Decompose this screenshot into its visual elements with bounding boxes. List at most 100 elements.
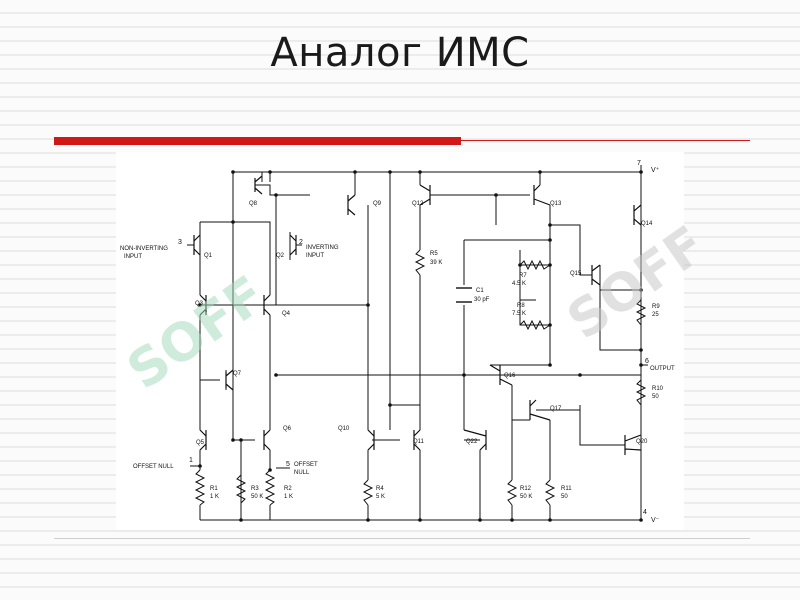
q17-symbol xyxy=(529,399,551,421)
r12-symbol xyxy=(506,479,518,506)
q2-label: Q2 xyxy=(276,253,285,259)
r4-label: R4 xyxy=(376,486,384,492)
r7-label: R7 xyxy=(519,273,527,279)
r5-symbol xyxy=(414,249,426,276)
q22-symbol xyxy=(463,429,487,451)
r10-symbol xyxy=(635,379,647,406)
q9-symbol xyxy=(347,194,356,216)
q11-symbol xyxy=(413,429,421,451)
q9-label: Q9 xyxy=(373,201,382,207)
q6-label: Q6 xyxy=(283,426,292,432)
r9-symbol xyxy=(635,299,647,326)
pin-1-label: 1 xyxy=(189,457,193,464)
r3-value: 50 K xyxy=(251,494,263,500)
vminus-label: V⁻ xyxy=(651,517,660,524)
offset-null-label-left: OFFSET NULL xyxy=(133,464,174,470)
noninverting-label-1: NON-INVERTING xyxy=(120,246,168,252)
q14-label: Q14 xyxy=(641,221,653,227)
resistors xyxy=(194,249,647,506)
junction-dots xyxy=(198,170,643,522)
r3-symbol xyxy=(235,474,247,504)
r2-value: 1 K xyxy=(284,494,293,500)
r7-value: 4.5 K xyxy=(512,281,526,287)
q6-symbol xyxy=(263,429,271,451)
q8-symbol xyxy=(254,175,263,195)
op-amp-schematic: 7 V⁺ 3 NON-INVERTING INPUT 2 INVERTING I… xyxy=(116,152,684,530)
r12-value: 50 K xyxy=(520,494,532,500)
r8-value: 7.5 K xyxy=(512,311,526,317)
r8-symbol xyxy=(519,319,551,331)
q3-symbol xyxy=(199,294,207,316)
q5-label: Q5 xyxy=(196,440,205,446)
q11-label: Q11 xyxy=(413,439,425,445)
slide-title: Аналог ИМС xyxy=(270,30,530,76)
r12-label: R12 xyxy=(520,486,532,492)
q3-label: Q3 xyxy=(195,301,204,307)
q15-symbol xyxy=(591,264,601,286)
q4-label: Q4 xyxy=(282,311,291,317)
r8-label: R8 xyxy=(517,303,525,309)
q1-label: Q1 xyxy=(204,253,213,259)
r1-symbol xyxy=(194,469,206,506)
q20-symbol xyxy=(624,434,642,455)
pin-6-label: 6 xyxy=(645,358,649,365)
r7-symbol xyxy=(519,259,551,271)
inverting-label-1: INVERTING xyxy=(306,245,339,251)
c1-label: C1 xyxy=(476,288,484,294)
r10-value: 50 xyxy=(652,394,659,400)
r2-label: R2 xyxy=(284,486,292,492)
q10-symbol xyxy=(367,429,375,451)
offset-null-label-right-2: NULL xyxy=(294,470,310,476)
schematic-wires xyxy=(187,165,648,521)
q7-symbol xyxy=(225,369,234,391)
pin-2-label: 2 xyxy=(299,239,303,246)
title-underline-line xyxy=(461,140,750,141)
vplus-label: V⁺ xyxy=(651,167,660,174)
schematic-canvas: 7 V⁺ 3 NON-INVERTING INPUT 2 INVERTING I… xyxy=(120,160,675,524)
offset-null-label-right-1: OFFSET xyxy=(294,462,318,468)
inverting-label-2: INPUT xyxy=(306,253,324,259)
pin-5-label: 5 xyxy=(286,461,290,468)
q2-symbol xyxy=(289,234,297,256)
r1-value: 1 K xyxy=(210,494,219,500)
r2-symbol xyxy=(264,469,276,506)
r4-symbol xyxy=(362,479,374,506)
pin-4-label: 4 xyxy=(643,509,647,516)
q14-symbol xyxy=(633,204,642,226)
r5-label: R5 xyxy=(430,251,438,257)
pin-7-label: 7 xyxy=(637,160,641,167)
q17-label: Q17 xyxy=(550,406,562,412)
noninverting-label-2: INPUT xyxy=(124,254,142,260)
r4-value: 5 K xyxy=(376,494,385,500)
q8-label: Q8 xyxy=(249,201,258,207)
r10-label: R10 xyxy=(652,386,664,392)
r9-value: 25 xyxy=(652,312,659,318)
q15-label: Q15 xyxy=(570,271,582,277)
q10-label: Q10 xyxy=(338,426,350,432)
q20-label: Q20 xyxy=(636,439,648,445)
title-underline-bar xyxy=(54,137,461,145)
c1-value: 30 pF xyxy=(474,297,490,303)
r5-value: 39 K xyxy=(430,260,442,266)
q5-symbol xyxy=(199,429,207,451)
q7-label: Q7 xyxy=(233,371,242,377)
r1-label: R1 xyxy=(210,486,218,492)
q22-label: Q22 xyxy=(466,439,478,445)
q1-symbol xyxy=(193,234,201,256)
r3-label: R3 xyxy=(251,486,259,492)
r9-label: R9 xyxy=(652,304,660,310)
q4-symbol xyxy=(263,294,271,316)
capacitor-c1 xyxy=(456,287,472,303)
pin-3-label: 3 xyxy=(178,239,182,246)
r11-value: 50 xyxy=(561,494,568,500)
r11-label: R11 xyxy=(561,486,572,492)
q16-symbol xyxy=(489,364,513,386)
output-label: OUTPUT xyxy=(650,366,675,372)
transistors xyxy=(193,175,642,455)
q12-symbol xyxy=(419,184,431,206)
footer-divider xyxy=(54,538,750,539)
q13-label: Q13 xyxy=(550,201,562,207)
r11-symbol xyxy=(544,479,556,506)
q12-label: Q12 xyxy=(412,201,424,207)
q13-symbol xyxy=(533,184,551,206)
